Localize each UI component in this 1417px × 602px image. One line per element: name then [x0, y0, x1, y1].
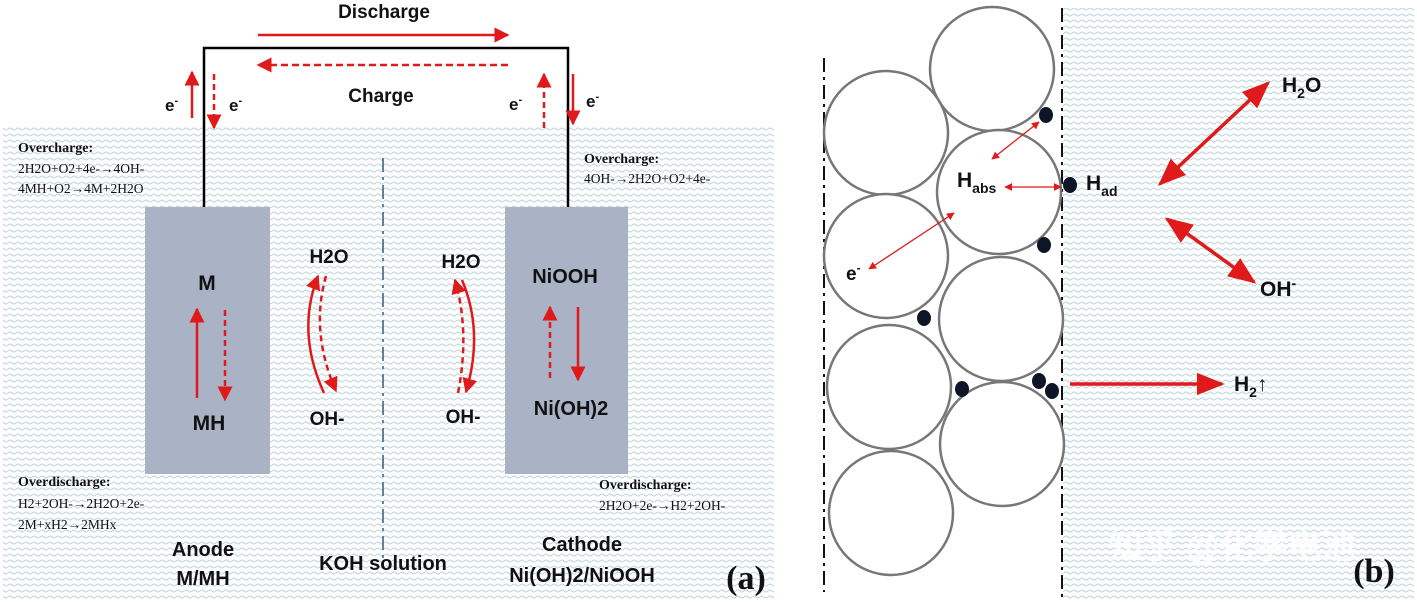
electrolyte-region-a — [3, 126, 774, 599]
overcharge-anode-title: Overcharge: — [18, 141, 93, 156]
right-water-label: H2O — [441, 252, 480, 273]
cathode-top-species: NiOOH — [532, 266, 598, 288]
overdischarge-anode-title: Overdischarge: — [18, 475, 111, 490]
particle — [822, 192, 950, 320]
solution-label: KOH solution — [319, 553, 447, 575]
habs-surface-arrow — [991, 121, 1040, 160]
cathode-electrode — [505, 207, 628, 474]
external-circuit-wire — [202, 46, 570, 208]
overdischarge-cathode-title: Overdischarge: — [599, 478, 692, 493]
left-hydroxide-label: OH- — [310, 409, 345, 430]
overcharge-anode-eq1: 2H2O+O2+4e-→4OH- — [18, 161, 145, 176]
cathode-label-line2: Ni(OH)2/NiOOH — [509, 565, 655, 587]
panel-b: Habs Had e- H2O OH- H2↑ 知乎 @化学电池 (b) — [822, 5, 1414, 599]
panel-b-tag: (b) — [1353, 553, 1395, 590]
panel-a: Discharge Charge e- e- e- e- Overcharge:… — [3, 2, 774, 599]
left-curved-arrow-solid — [306, 274, 326, 394]
hydroxide-label-b: OH- — [1260, 275, 1297, 301]
right-curved-arrow-dashed — [451, 278, 466, 394]
anode-bottom-species: MH — [193, 412, 226, 435]
particle — [822, 69, 950, 197]
had-water-arrow — [1157, 81, 1271, 186]
electron-label-4: e- — [586, 91, 599, 111]
hydrogen-dot — [955, 381, 969, 397]
particle — [827, 449, 955, 577]
overcharge-anode-eq2: 4MH+O2→4M+2H2O — [18, 181, 144, 196]
hydrogen-dot — [917, 310, 931, 326]
overdischarge-anode-eq1: H2+2OH-→2H2O+2e- — [18, 496, 145, 511]
left-curved-arrow-dashed — [318, 275, 338, 393]
overcharge-cathode-eq1: 4OH-→2H2O+O2+4e- — [584, 171, 711, 186]
overdischarge-cathode-eq1: 2H2O+2e-→H2+2OH- — [599, 498, 726, 513]
electron-label-2: e- — [229, 95, 242, 115]
particle — [938, 380, 1066, 508]
electron-habs-arrow — [868, 212, 955, 270]
anode-label-line1: Anode — [172, 539, 234, 561]
panel-a-tag: (a) — [726, 560, 766, 597]
overdischarge-anode-eq2: 2M+xH2→2MHx — [18, 517, 117, 532]
anode-label-line2: M/MH — [176, 568, 229, 590]
hydrogen-dot — [1032, 373, 1046, 389]
left-water-label: H2O — [309, 247, 348, 268]
charge-label: Charge — [348, 86, 413, 107]
right-curved-arrow-solid — [460, 279, 478, 394]
hydrogen-dot — [1063, 177, 1077, 193]
electrolyte-region-b — [1063, 8, 1414, 599]
had-hydroxide-arrow — [1164, 217, 1257, 284]
cathode-bottom-species: Ni(OH)2 — [534, 398, 608, 420]
particle — [825, 323, 953, 451]
particle — [928, 5, 1056, 133]
cathode-label-line1: Cathode — [542, 534, 622, 556]
right-hydroxide-label: OH- — [446, 407, 481, 428]
hydrogen-dot — [1037, 237, 1051, 253]
hydrogen-dot — [1039, 107, 1053, 123]
discharge-label: Discharge — [338, 2, 430, 23]
electron-label-3: e- — [509, 94, 522, 114]
hydrogen-dot — [1045, 383, 1059, 399]
watermark: 知乎 @化学电池 — [1109, 527, 1356, 566]
particle — [935, 128, 1063, 256]
particle — [937, 255, 1065, 383]
overcharge-cathode-title: Overcharge: — [584, 152, 659, 167]
anode-electrode — [145, 207, 270, 474]
electron-label-1: e- — [165, 95, 178, 115]
anode-top-species: M — [198, 272, 216, 295]
